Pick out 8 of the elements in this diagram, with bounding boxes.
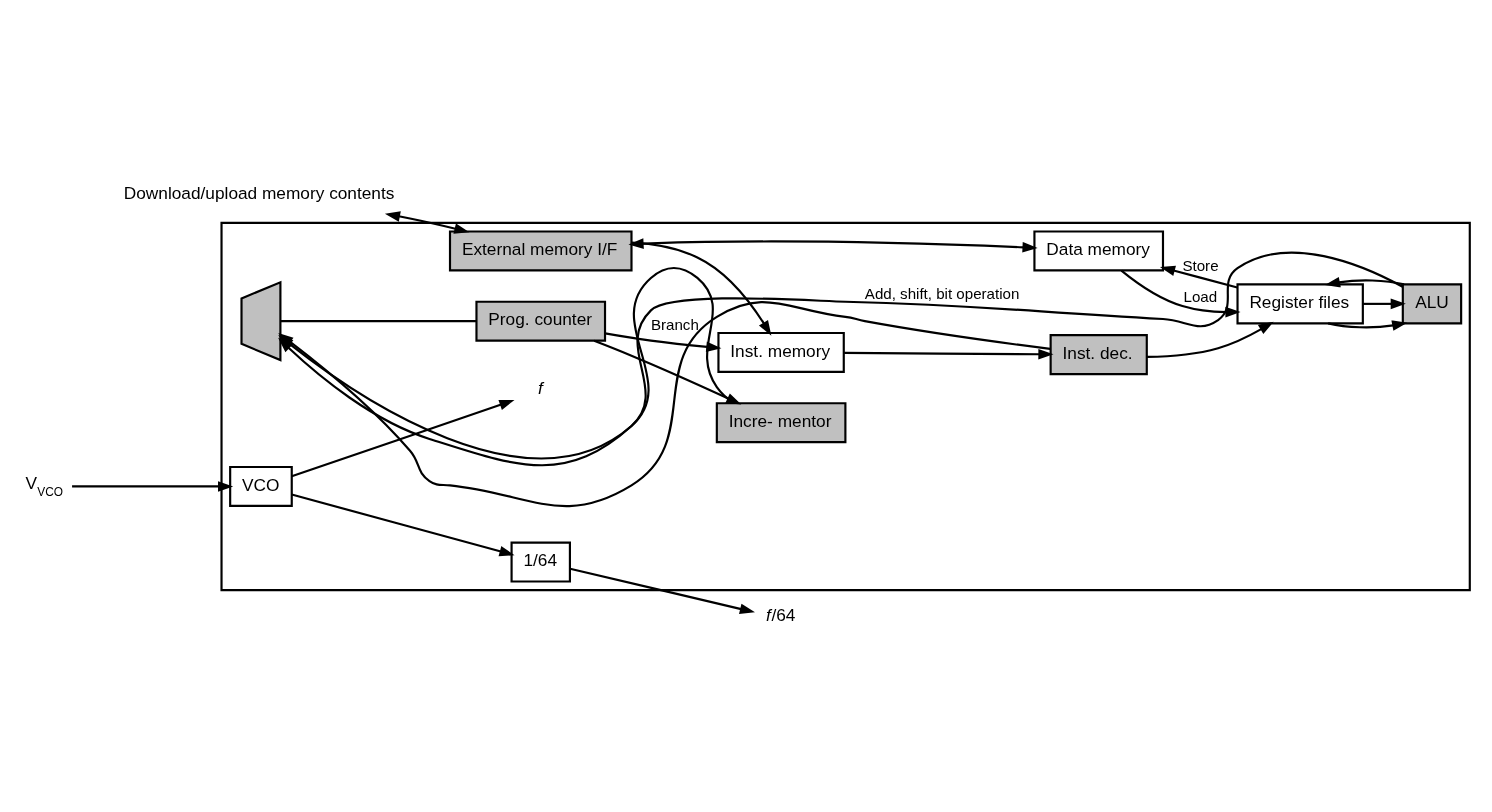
edge-label: Store — [1182, 256, 1219, 274]
node-text: f/64 — [765, 604, 796, 625]
edge-label: Load — [1183, 287, 1218, 305]
node-text: Download/upload memory contents — [123, 182, 395, 203]
edge-label: Add, shift, bit operation — [864, 284, 1020, 302]
node-text: f — [538, 377, 543, 398]
edge-label: Branch — [650, 315, 699, 333]
node-text: V$_{VCO}$ — [25, 472, 64, 499]
